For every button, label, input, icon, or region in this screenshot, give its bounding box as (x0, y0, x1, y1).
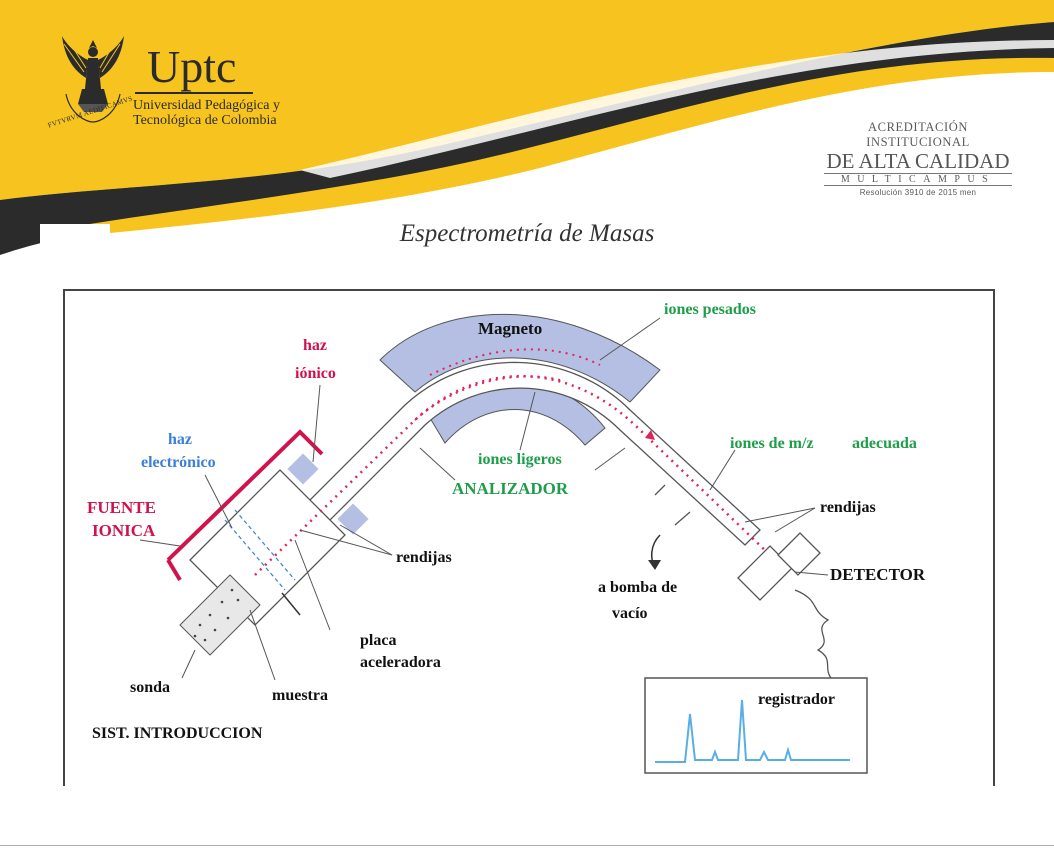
label-probe: sonda (130, 679, 170, 696)
label-mz-ions: iones de m/z (730, 435, 814, 452)
label-light-ions: iones ligeros (478, 451, 562, 468)
header-banner (0, 0, 1054, 270)
accreditation-seal: ACREDITACIÓN INSTITUCIONAL DE ALTA CALID… (818, 120, 1018, 197)
accreditation-line4: Resolución 3910 de 2015 men (859, 188, 977, 197)
label-mz-adequate: adecuada (852, 435, 917, 452)
label-vacuum-2: vacío (612, 605, 648, 622)
label-detector: DETECTOR (830, 565, 926, 584)
flight-tube (289, 361, 761, 546)
label-vacuum-1: a bomba de (598, 579, 677, 596)
recorder-trace (655, 699, 850, 763)
logo-divider (135, 92, 253, 94)
label-electron-beam-2: electrónico (141, 454, 216, 471)
light-ion-path (414, 375, 561, 421)
accreditation-line3: MULTICAMPUS (824, 173, 1012, 186)
label-slits-right: rendijas (820, 499, 876, 516)
label-magnet: Magneto (478, 319, 542, 338)
label-ion-beam-1: haz (303, 337, 327, 354)
electron-beam (224, 509, 296, 591)
slide-title: Espectrometría de Masas (399, 220, 655, 247)
footer-divider (0, 845, 1054, 846)
accreditation-line2: DE ALTA CALIDAD (826, 149, 1010, 173)
label-slits-left: rendijas (396, 549, 452, 566)
detector-cable (794, 589, 836, 683)
label-plate-2: aceleradora (360, 654, 441, 671)
probe (179, 574, 261, 656)
accreditation-line1: ACREDITACIÓN INSTITUCIONAL (866, 120, 970, 149)
logo-subtitle-line2: Tecnológica de Colombia (133, 113, 277, 128)
logo-subtitle-line1: Universidad Pedagógica y (133, 98, 280, 113)
label-analyzer: ANALIZADOR (452, 479, 569, 498)
label-ion-source-2: IONICA (92, 521, 156, 540)
label-electron-beam-1: haz (168, 431, 192, 448)
label-ion-beam-2: iónico (295, 365, 336, 382)
label-heavy-ions: iones pesados (664, 301, 756, 318)
label-ion-source-1: FUENTE (87, 498, 156, 517)
university-emblem-icon (62, 36, 124, 123)
label-recorder: registrador (758, 691, 835, 708)
label-intro-system: SIST. INTRODUCCION (92, 725, 263, 742)
magnet-outer (379, 313, 661, 403)
label-sample: muestra (272, 687, 328, 704)
logo-subtitle: Universidad Pedagógica y Tecnológica de … (133, 98, 280, 128)
label-plate-1: placa (360, 632, 396, 649)
logo-title: Uptc (147, 41, 237, 92)
recorder-box (644, 677, 868, 774)
